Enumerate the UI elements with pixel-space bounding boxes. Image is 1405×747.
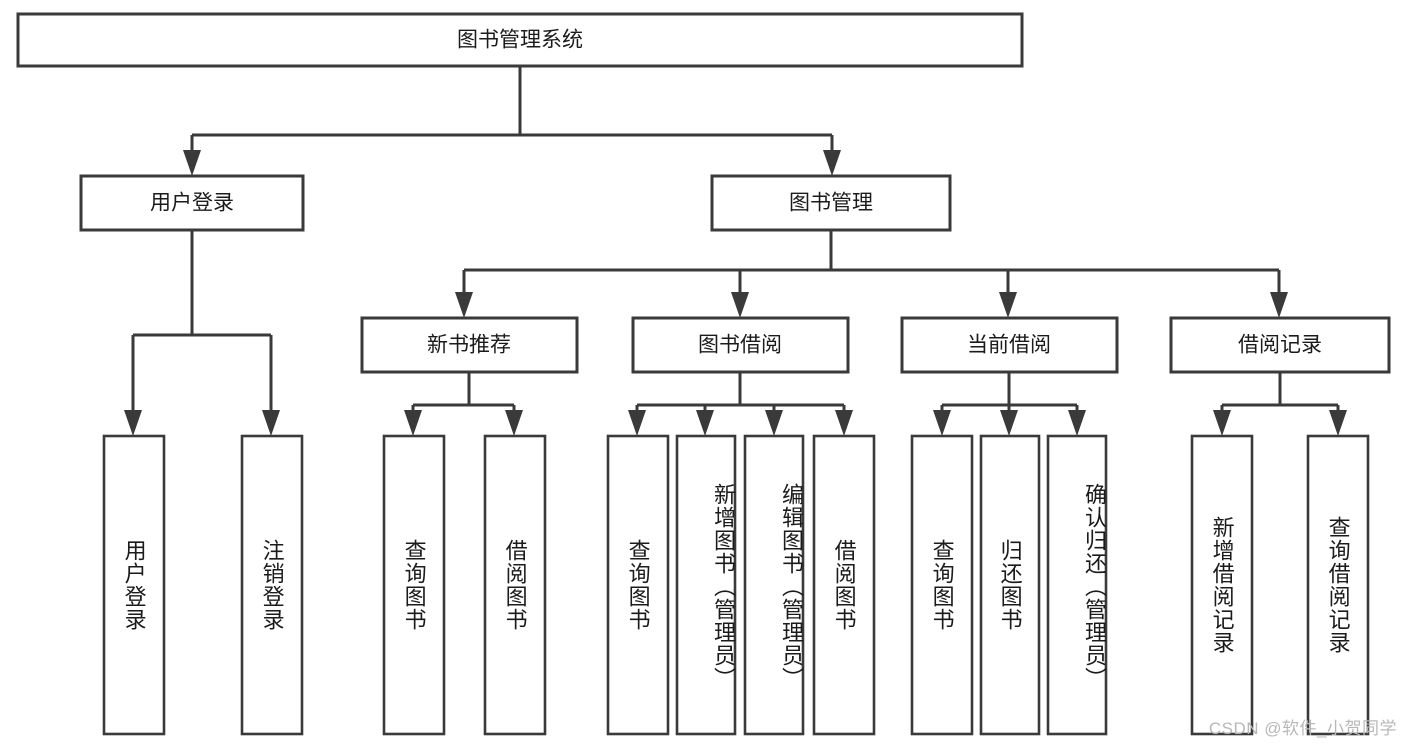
node-book-borrow[interactable]: 图书借阅 — [631, 316, 850, 374]
arrow-head-icon — [1213, 410, 1231, 436]
node-user-login[interactable]: 用户登录 — [79, 174, 305, 232]
node-borrow-record[interactable]: 借阅记录 — [1169, 316, 1391, 374]
leaf-box-book-borrow-2[interactable] — [743, 434, 805, 736]
arrow-head-icon — [731, 292, 749, 318]
leaf-box-book-borrow-1[interactable] — [675, 434, 737, 736]
node-root-box[interactable] — [16, 12, 1024, 68]
arrow-head-icon — [765, 410, 783, 436]
leaf-box-borrow-record-1[interactable] — [1306, 434, 1370, 736]
leaf-box-new-book-0[interactable] — [382, 434, 446, 736]
node-book-borrow-label: 图书借阅 — [698, 334, 782, 357]
connector-borrow-record-to-leaves — [1213, 372, 1347, 436]
arrow-head-icon — [1000, 410, 1018, 436]
leaf-box-user-login-0[interactable] — [102, 434, 166, 736]
arrow-head-icon — [1329, 410, 1347, 436]
leaf-box-book-borrow-3[interactable] — [812, 434, 876, 736]
node-borrow-record-label: 借阅记录 — [1238, 334, 1322, 357]
arrow-head-icon — [183, 150, 201, 176]
connector-current-borrow-to-leaves — [933, 372, 1086, 436]
node-book-management[interactable]: 图书管理 — [710, 174, 952, 232]
connector-user-login-to-leaves — [124, 230, 280, 436]
connector-book-borrow-to-leaves — [628, 372, 853, 436]
node-new-book-recommend[interactable]: 新书推荐 — [360, 316, 579, 374]
node-new-book-recommend-box[interactable] — [360, 316, 579, 374]
arrow-head-icon — [404, 410, 422, 436]
leaf-box-current-borrow-0[interactable] — [910, 434, 974, 736]
node-new-book-recommend-label: 新书推荐 — [427, 334, 511, 357]
connector-book-management-to-level2 — [455, 230, 1288, 318]
node-root-label: 图书管理系统 — [457, 29, 583, 52]
node-user-login-label: 用户登录 — [150, 192, 234, 215]
node-book-management-label: 图书管理 — [789, 192, 873, 215]
connector-root-to-level1 — [183, 66, 841, 176]
arrow-head-icon — [262, 410, 280, 436]
arrow-head-icon — [933, 410, 951, 436]
watermark-text: CSDN @软件_小贺同学 — [1208, 719, 1397, 738]
connector-new-book-recommend-to-leaves — [404, 372, 523, 436]
node-current-borrow-label: 当前借阅 — [967, 334, 1051, 357]
leaf-box-borrow-record-0[interactable] — [1190, 434, 1254, 736]
leaf-box-current-borrow-2[interactable] — [1046, 434, 1108, 736]
node-current-borrow-box[interactable] — [900, 316, 1119, 374]
arrow-head-icon — [628, 410, 646, 436]
leaf-box-user-login-1[interactable] — [240, 434, 304, 736]
arrow-head-icon — [124, 410, 142, 436]
node-current-borrow[interactable]: 当前借阅 — [900, 316, 1119, 374]
arrow-head-icon — [999, 292, 1017, 318]
leaf-box-book-borrow-0[interactable] — [606, 434, 670, 736]
arrow-head-icon — [696, 410, 714, 436]
leaf-box-current-borrow-1[interactable] — [979, 434, 1041, 736]
arrow-head-icon — [835, 410, 853, 436]
node-root[interactable]: 图书管理系统 — [16, 12, 1024, 68]
arrow-head-icon — [1068, 410, 1086, 436]
arrow-head-icon — [455, 292, 473, 318]
arrow-head-icon — [1270, 292, 1288, 318]
arrow-head-icon — [823, 150, 841, 176]
arrow-head-icon — [505, 410, 523, 436]
leaf-box-new-book-1[interactable] — [483, 434, 547, 736]
